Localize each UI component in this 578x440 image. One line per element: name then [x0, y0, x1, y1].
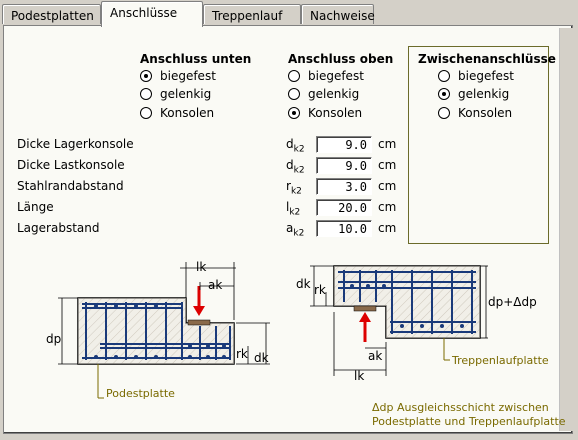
symbol-dk2: dk2: [286, 158, 305, 176]
note-line-1: Δdp Ausgleichsschicht zwischen: [372, 401, 549, 414]
input-stahlrandabstand[interactable]: 3.0: [316, 178, 372, 195]
rebar-lines: [338, 270, 476, 334]
label-lk: lk: [354, 369, 364, 382]
label-dicke-lagerkonsole: Dicke Lagerkonsole: [17, 137, 134, 151]
podest-console-diagram: lk ak dp rk dk: [46, 260, 270, 399]
radio-zwischen-konsolen[interactable]: Konsolen: [438, 106, 512, 120]
symbol-lk2: lk2: [286, 200, 301, 218]
label-ak: ak: [368, 349, 382, 363]
label-rk: rk: [314, 283, 326, 297]
rebar-dots: [94, 304, 226, 359]
radio-button[interactable]: [140, 107, 152, 119]
tab-treppenlauf[interactable]: Treppenlauf: [203, 4, 301, 24]
bearing-pad: [187, 319, 211, 326]
radio-unten-biegefest[interactable]: biegefest: [140, 69, 216, 83]
symbol-dk2: dk2: [286, 137, 305, 155]
input-laenge[interactable]: 20.0: [316, 199, 372, 216]
zwischenanschluesse-group: [408, 46, 549, 244]
label-lagerabstand: Lagerabstand: [17, 221, 100, 235]
note-line-2: Podestplatte und Treppenlaufplatte: [372, 415, 566, 428]
label-dicke-lastkonsole: Dicke Lastkonsole: [17, 158, 125, 172]
symbol-ak2: ak2: [286, 221, 305, 239]
label-rk: rk: [236, 347, 248, 361]
label-dp: dp: [46, 332, 61, 346]
radio-unten-gelenkig[interactable]: gelenkig: [140, 87, 211, 101]
group-title-oben: Anschluss oben: [288, 52, 394, 66]
radio-oben-gelenkig[interactable]: gelenkig: [288, 87, 359, 101]
radio-button[interactable]: [438, 70, 450, 82]
unit-cm: cm: [378, 200, 397, 214]
group-title-unten: Anschluss unten: [140, 52, 252, 66]
radio-button[interactable]: [140, 88, 152, 100]
radio-button[interactable]: [288, 107, 300, 119]
unit-cm: cm: [378, 179, 397, 193]
radio-oben-biegefest[interactable]: biegefest: [288, 69, 364, 83]
input-dicke-lagerkonsole[interactable]: 9.0: [316, 136, 372, 153]
radio-oben-konsolen[interactable]: Konsolen: [288, 106, 362, 120]
input-lagerabstand[interactable]: 10.0: [316, 220, 372, 237]
radio-zwischen-gelenkig[interactable]: gelenkig: [438, 87, 509, 101]
radio-zwischen-biegefest[interactable]: biegefest: [438, 69, 514, 83]
group-title-zwischen: Zwischenanschlüsse: [418, 52, 556, 66]
symbol-rk2: rk2: [286, 179, 302, 197]
label-dk: dk: [254, 351, 269, 365]
dimension-lines: [310, 265, 488, 376]
tab-podestplatten[interactable]: Podestplatten: [2, 4, 101, 24]
unit-cm: cm: [378, 221, 397, 235]
dimension-lines: [58, 262, 270, 365]
rebar-dots: [350, 284, 464, 328]
label-dk: dk: [296, 277, 311, 291]
podestplatte-callout: Podestplatte: [106, 387, 175, 400]
label-ak: ak: [208, 278, 222, 292]
label-stahlrandabstand: Stahlrandabstand: [17, 179, 124, 193]
radio-unten-konsolen[interactable]: Konsolen: [140, 106, 214, 120]
tab-anschluesse[interactable]: Anschlüsse: [101, 1, 203, 27]
vertical-scrollbar[interactable]: [559, 28, 576, 431]
input-dicke-lastkonsole[interactable]: 9.0: [316, 157, 372, 174]
label-lk: lk: [196, 260, 206, 274]
label-dp-delta: dp+Δdp: [488, 295, 537, 309]
bearing-pad: [353, 305, 377, 312]
treppenlauf-console-diagram: dk rk dp+Δdp ak lk: [296, 265, 537, 382]
radio-button[interactable]: [438, 88, 450, 100]
treppenlaufplatte-callout: Treppenlaufplatte: [452, 354, 549, 367]
label-laenge: Länge: [17, 200, 54, 214]
unit-cm: cm: [378, 158, 397, 172]
radio-button[interactable]: [438, 107, 450, 119]
tab-nachweise[interactable]: Nachweise: [301, 4, 375, 24]
load-arrow: [193, 286, 205, 316]
radio-button[interactable]: [288, 70, 300, 82]
tab-bar: Podestplatten Anschlüsse Treppenlauf Nac…: [0, 0, 578, 27]
radio-button[interactable]: [140, 70, 152, 82]
support-arrow: [359, 312, 371, 342]
radio-button[interactable]: [288, 88, 300, 100]
unit-cm: cm: [378, 137, 397, 151]
